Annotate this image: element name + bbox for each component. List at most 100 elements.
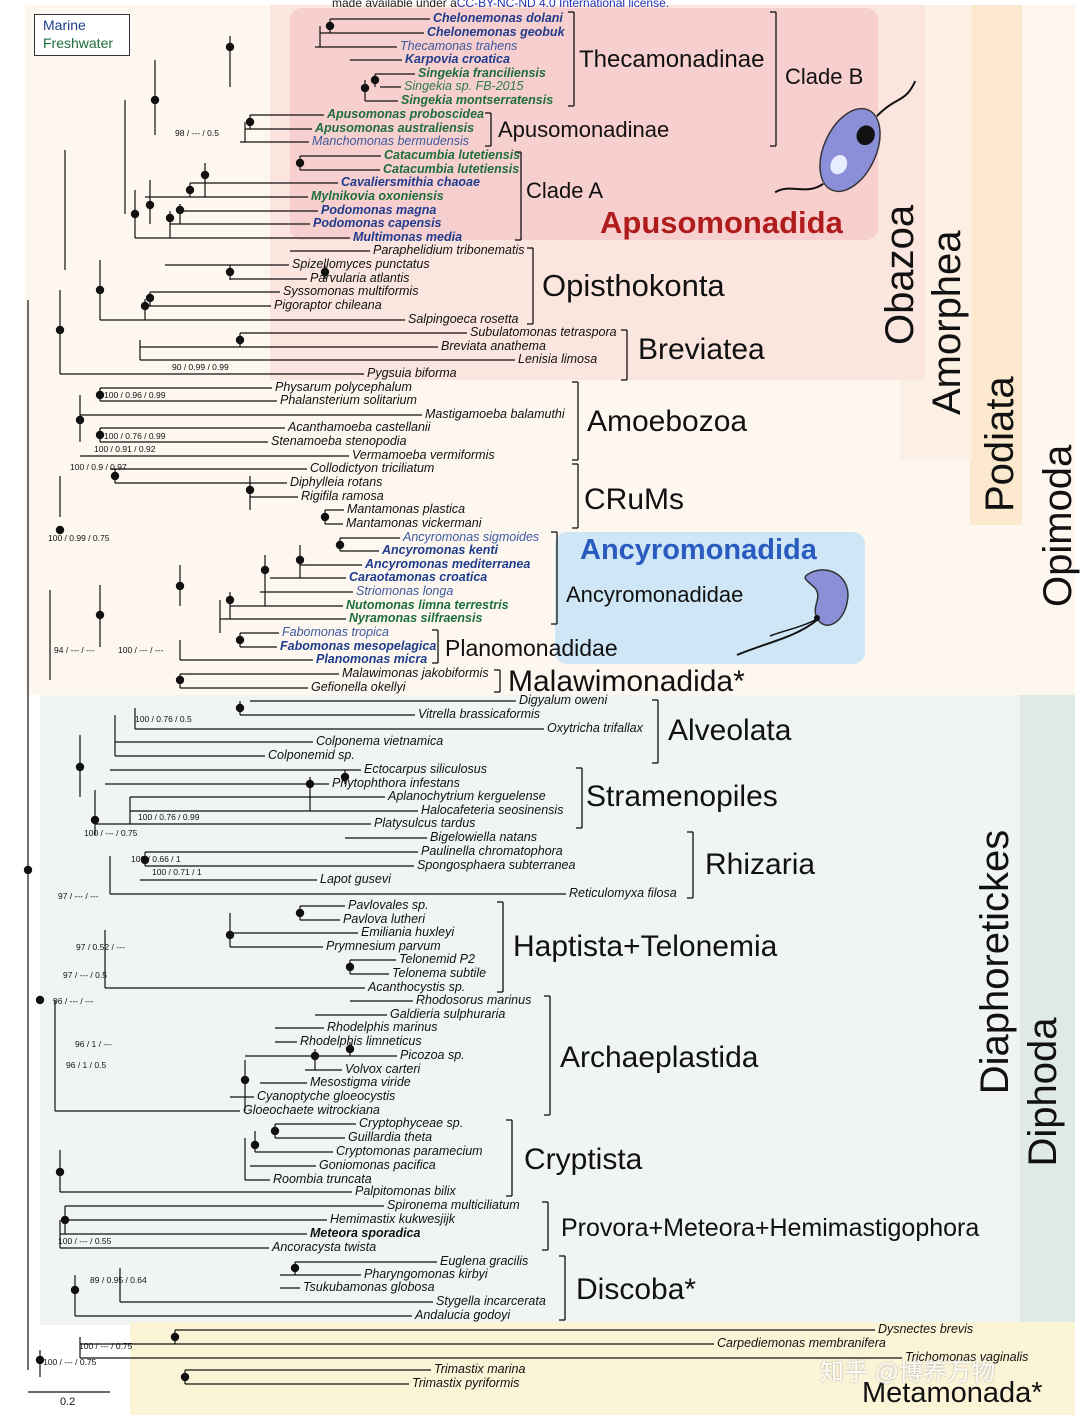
node-dot	[145, 293, 155, 303]
node-dot	[325, 21, 335, 31]
node-dot	[185, 185, 195, 195]
clade-a: Clade A	[526, 178, 604, 203]
support-value: 100 / 0.66 / 1	[131, 854, 181, 864]
node-dot	[370, 75, 380, 85]
taxon-label: Prymnesium parvum	[326, 939, 441, 953]
taxon-label: Ancyromonas sigmoides	[403, 530, 540, 544]
label-opimoda: Opimoda	[1036, 444, 1080, 607]
taxon-label: Gefionella okellyi	[311, 680, 406, 694]
taxon-label: Catacumbia lutetiensis	[384, 148, 521, 162]
support-value: 98 / --- / 0.5	[175, 128, 219, 138]
ancyromonad-cell-icon	[736, 569, 849, 656]
support-value: 100 / 0.96 / 0.99	[104, 390, 166, 400]
support-value: 100 / 0.71 / 1	[152, 867, 202, 877]
clade-thecamonadinae: Thecamonadinae	[579, 46, 765, 73]
taxon-label: Vitrella brassicaformis	[418, 707, 541, 721]
node-dot	[165, 213, 175, 223]
taxon-label: Ancoracysta twista	[272, 1240, 377, 1254]
taxon-label: Guillardia theta	[348, 1130, 433, 1144]
support-value: 100 / --- / 0.75	[79, 1341, 133, 1351]
support-value: 97 / --- / ---	[58, 891, 99, 901]
node-dot	[360, 83, 370, 93]
taxon-label: Dysnectes brevis	[878, 1322, 974, 1336]
label-podiata: Podiata	[978, 376, 1022, 512]
node-dot	[260, 565, 270, 575]
taxon-label: Striomonas longa	[356, 584, 454, 598]
node-dot	[90, 815, 100, 825]
taxon-label: Phytophthora infestans	[332, 776, 460, 790]
clade-alveolata: Alveolata	[668, 714, 792, 747]
taxon-label: Digyalum oweni	[519, 693, 608, 707]
node-dot	[95, 285, 105, 295]
node-dot	[145, 200, 155, 210]
clade-haptista: Haptista+Telonemia	[513, 930, 778, 963]
taxon-label: Singekia montserratensis	[401, 93, 554, 107]
legend-freshwater: Freshwater	[43, 35, 114, 51]
clade-stramenopiles: Stramenopiles	[586, 780, 778, 813]
taxon-label: Volvox carteri	[345, 1062, 421, 1076]
taxon-label: Aplanochytrium kerguelense	[388, 789, 546, 803]
taxon-label: Rhodelphis marinus	[327, 1020, 438, 1034]
taxon-label: Pygsuia biforma	[367, 366, 457, 380]
node-dot	[245, 485, 255, 495]
support-value: 96 / --- / ---	[53, 996, 94, 1006]
node-dot	[95, 430, 105, 440]
node-dot	[225, 595, 235, 605]
taxon-label: Cryptophyceae sp.	[359, 1116, 464, 1130]
taxon-label: Goniomonas pacifica	[319, 1158, 436, 1172]
node-dot	[95, 610, 105, 620]
taxon-label: Apusomonas proboscidea	[327, 107, 484, 121]
taxon-label: Reticulomyxa filosa	[569, 886, 677, 900]
taxon-label: Fabomonas tropica	[282, 625, 390, 639]
legend: Marine Freshwater	[34, 14, 130, 56]
taxon-label: Multimonas media	[353, 230, 463, 244]
diaphoretickes-band	[40, 695, 1020, 1195]
ancyromonadida-band	[555, 532, 865, 664]
clade-metamonada: Metamonada*	[862, 1377, 1043, 1409]
taxon-label: Rigifila ramosa	[301, 489, 384, 503]
node-dot	[170, 1332, 180, 1342]
node-dot	[305, 779, 315, 789]
node-dot	[290, 1263, 300, 1273]
taxon-label: Ancyromonas kenti	[382, 543, 499, 557]
taxon-label: Cavaliersmithia chaoae	[341, 175, 480, 189]
node-dot	[245, 117, 255, 127]
taxon-label: Stenamoeba stenopodia	[271, 434, 407, 448]
taxon-label: Trichomonas vaginalis	[905, 1350, 1029, 1364]
node-dot	[295, 908, 305, 918]
taxon-label: Ancyromonas mediterranea	[365, 557, 531, 571]
node-dot	[310, 1051, 320, 1061]
node-dot	[70, 1285, 80, 1295]
clade-rhizaria: Rhizaria	[705, 848, 816, 881]
node-dot	[295, 555, 305, 565]
node-dot	[55, 525, 65, 535]
taxon-label: Rhodosorus marinus	[416, 993, 532, 1007]
taxon-label: Subulatomonas tetraspora	[470, 325, 617, 339]
node-dot	[180, 1372, 190, 1382]
node-dot	[340, 772, 350, 782]
label-obazoa: Obazoa	[878, 204, 922, 345]
node-dot	[175, 581, 185, 591]
node-dot	[35, 1355, 45, 1365]
taxon-label: Mantamonas plastica	[347, 502, 466, 516]
clade-ancyromonadidae: Ancyromonadidae	[566, 582, 744, 607]
taxon-label: Pavlova lutheri	[343, 912, 425, 926]
taxon-label: Phalansterium solitarium	[280, 393, 417, 407]
support-value: 97 / 0.52 / ---	[76, 942, 125, 952]
node-dot	[95, 390, 105, 400]
taxon-label: Oxytricha trifallax	[547, 721, 643, 735]
watermark: 知乎 @博养万物	[820, 1359, 996, 1386]
node-dot	[240, 1075, 250, 1085]
taxon-label: Trimastix marina	[434, 1362, 526, 1376]
taxon-label: Malawimonas jakobiformis	[342, 666, 489, 680]
clade-malawimonadida: Malawimonadida*	[508, 665, 745, 698]
taxon-label: Telonema subtile	[392, 966, 487, 980]
node-dot	[250, 1140, 260, 1150]
taxon-label: Pavlovales sp.	[348, 898, 429, 912]
node-dot	[345, 962, 355, 972]
node-dot	[150, 95, 160, 105]
taxon-label: Apusomonas australiensis	[315, 121, 475, 135]
node-dot	[345, 1044, 355, 1054]
taxon-label: Telonemid P2	[399, 952, 475, 966]
taxon-label: Mantamonas vickermani	[346, 516, 482, 530]
